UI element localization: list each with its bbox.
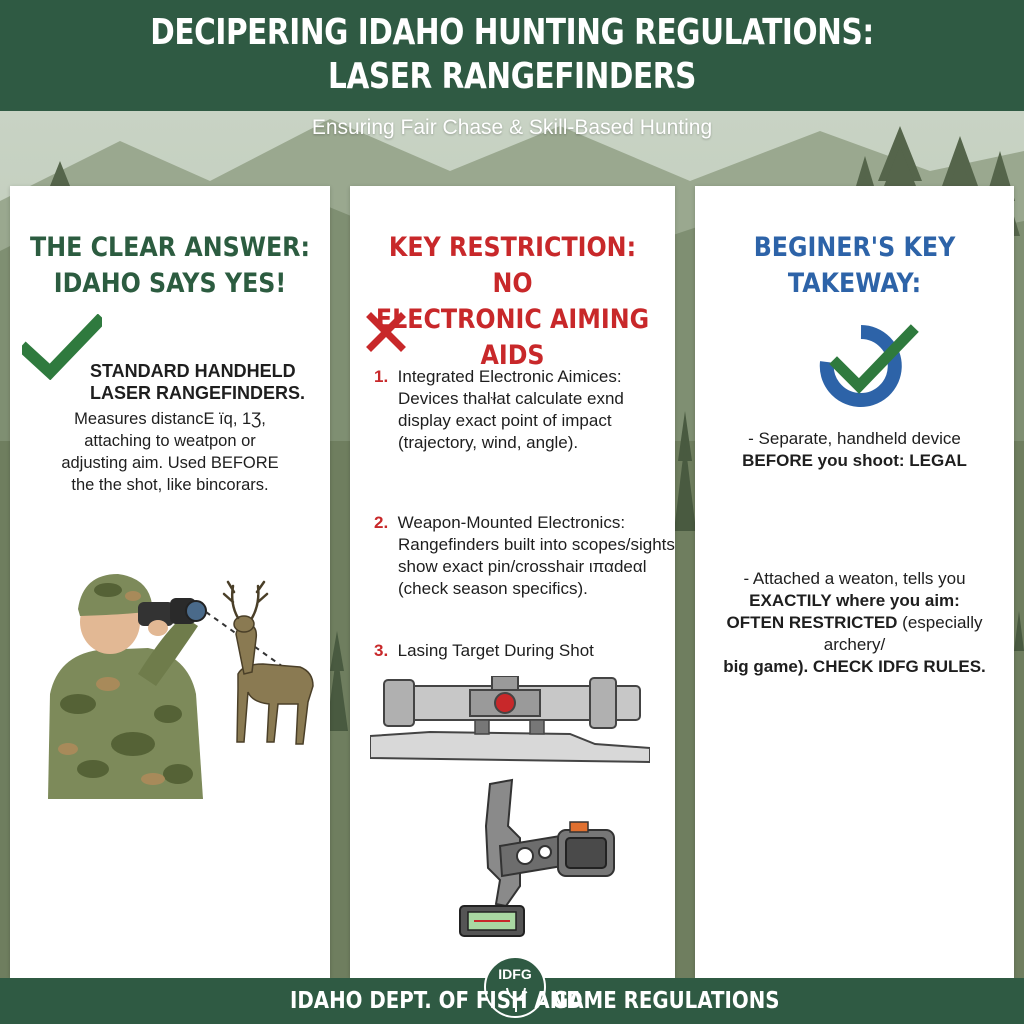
panel-title-line1: BEGINER'S KEY xyxy=(753,232,956,263)
item-number: 3. xyxy=(374,641,389,660)
page-title-line2: LASER RANGEFINDERS xyxy=(328,56,696,97)
header-banner: DECIPERING IDAHO HUNTING REGULATIONS: LA… xyxy=(0,0,1024,111)
bow-sight-illustration xyxy=(459,778,615,937)
note-line: big game). CHECK IDFG RULES. xyxy=(723,657,986,676)
note-line: - Separate, handheld device xyxy=(748,429,961,448)
takeaway-note-1: - Separate, handheld device BEFORE you s… xyxy=(695,428,1014,472)
x-mark-icon xyxy=(366,312,406,352)
item-line: (check season specifics). xyxy=(398,579,588,598)
panel-title: THE CLEAR ANSWER: IDAHO SAYS YES! xyxy=(29,230,311,302)
note-line: - Attached a weaton, tells you xyxy=(743,569,966,588)
deer-antler-icon xyxy=(504,987,528,1012)
item-heading-line2: LASER RANGEFINDERS. xyxy=(90,383,306,403)
note-emphasis: OFTEN RESTRICTED xyxy=(726,613,898,632)
seal-text: IDFG xyxy=(498,966,532,982)
item-number: 1. xyxy=(374,367,389,386)
panel-title-line2: TAKEWAY: xyxy=(787,268,922,299)
item-heading: Weapon-Mounted Electronics: xyxy=(397,513,626,532)
checkmark-icon xyxy=(22,314,102,380)
note-line: BEFORE you shoot: LEGAL xyxy=(742,451,967,470)
description-line4: the the shot, like bincorars. xyxy=(71,476,269,494)
item-heading-line1: STANDARD HANDHELD xyxy=(90,361,296,381)
item-line: Devices thaŀłat calculate exnd xyxy=(398,389,624,408)
panel-title-line1: KEY RESTRICTION: NO xyxy=(388,232,637,299)
restriction-item-2: 2. Weapon-Mounted Electronics: Rangefind… xyxy=(374,512,675,600)
item-line: display exact point of impact xyxy=(398,411,612,430)
panel-title: BEGINER'S KEY TAKEWAY: xyxy=(714,230,995,302)
restriction-item-3: 3. Lasing Target During Shot xyxy=(374,640,669,662)
panel-beginners-takeaway: BEGINER'S KEY TAKEWAY: - Separate, handh… xyxy=(695,186,1014,978)
footer-text-right: GAME REGULATIONS xyxy=(552,988,780,1014)
note-line: EXACTILY where you aim: xyxy=(749,591,960,610)
panel-key-restriction: KEY RESTRICTION: NO ELECTRONIC AIMING AI… xyxy=(350,186,675,978)
idfg-seal-logo: IDFG xyxy=(484,956,546,1018)
note-line: (especially archery/ xyxy=(823,613,983,654)
panel-clear-answer: THE CLEAR ANSWER: IDAHO SAYS YES! STANDA… xyxy=(10,186,330,978)
restriction-item-1: 1. Integrated Electronic Aimices: Device… xyxy=(374,366,669,454)
description-line3: adjusting aim. Used BEFORE xyxy=(61,454,279,472)
check-circle-icon xyxy=(819,324,919,407)
item-heading: Lasing Target During Shot xyxy=(397,641,594,660)
description-line2: attaching to weatpon or xyxy=(84,432,256,450)
item-heading: Integrated Electronic Aimices: xyxy=(397,367,622,386)
item-line: show exact pin/crosshair ιπαdeαl xyxy=(398,557,647,576)
panel-title-line2: IDAHO SAYS YES! xyxy=(53,268,287,299)
description-line1: Measures distancE ïq, 1Ʒ, xyxy=(74,410,266,428)
hunter-binoculars-illustration xyxy=(48,574,314,799)
panel-title-line2: ELECTRONIC AIMING AIDS xyxy=(375,304,650,371)
item-heading: STANDARD HANDHELD LASER RANGEFINDERS. xyxy=(90,360,305,404)
panel-title: KEY RESTRICTION: NO ELECTRONIC AIMING AI… xyxy=(370,230,656,374)
takeaway-note-2: - Attached a weaton, tells you EXACTILY … xyxy=(695,568,1014,678)
panel-title-line1: THE CLEAR ANSWER: xyxy=(29,232,310,263)
footer-text-left: IDAHO DEPT. OF FISH AND xyxy=(290,988,583,1014)
item-line: Rangefinders built into scopes/sights xyxy=(398,535,675,554)
rifle-scope-illustration xyxy=(370,676,650,764)
item-line: (trajectory, wind, angle). xyxy=(398,433,579,452)
item-description: Measures distancE ïq, 1Ʒ, attaching to w… xyxy=(10,408,330,496)
page-subtitle: Ensuring Fair Chase & Skill-Based Huntin… xyxy=(311,116,713,139)
page-title-line1: DECIPERING IDAHO HUNTING REGULATIONS: xyxy=(150,12,874,53)
item-number: 2. xyxy=(374,513,389,532)
